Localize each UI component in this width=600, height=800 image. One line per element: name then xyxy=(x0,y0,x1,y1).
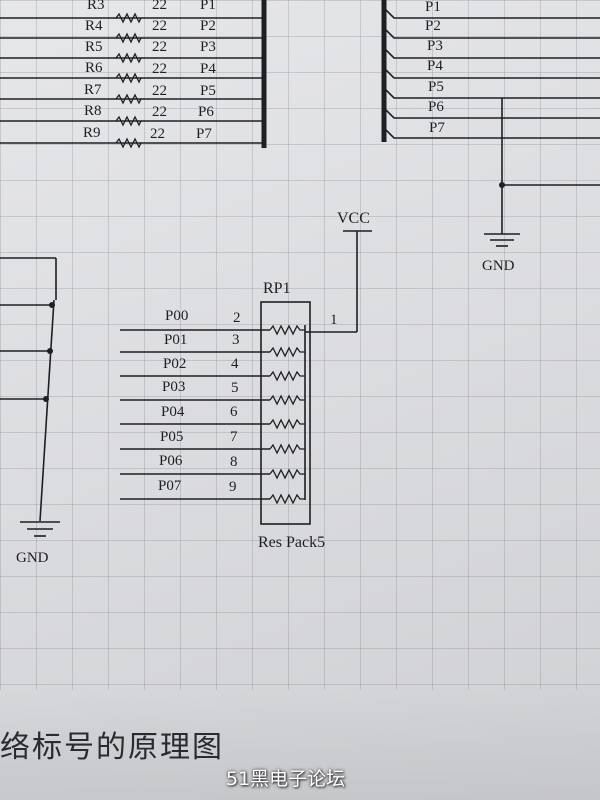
resistor-value-r7: 22 xyxy=(152,83,167,99)
net-pin-p4-left: P4 xyxy=(200,61,216,77)
left-wires xyxy=(0,257,57,522)
pin-number-2: 2 xyxy=(233,310,241,326)
resistor-ref-r3: R3 xyxy=(87,0,105,13)
resistor-ref-r8: R8 xyxy=(84,103,102,119)
vcc-symbol xyxy=(310,230,372,333)
rp1-input-wires xyxy=(120,329,270,500)
net-label-p00: P00 xyxy=(165,308,189,324)
left-junction-2 xyxy=(47,348,53,354)
resistor-value-r3: 22 xyxy=(152,0,167,13)
rp1-part-label: Res Pack5 xyxy=(258,534,326,551)
net-label-p03: P03 xyxy=(162,379,186,395)
grid-background xyxy=(0,0,600,690)
left-junction-3 xyxy=(43,396,49,402)
resistor-ref-r9: R9 xyxy=(83,125,101,141)
gnd-label-left: GND xyxy=(16,550,49,566)
gnd-label-right: GND xyxy=(482,258,515,274)
resistor-value-r8: 22 xyxy=(152,104,167,120)
top-right-gnd-symbol xyxy=(484,233,520,247)
pin-number-4: 4 xyxy=(231,356,239,372)
net-pin-p6-right: P6 xyxy=(428,99,444,115)
net-pin-p4-right: P4 xyxy=(427,58,443,74)
net-label-p01: P01 xyxy=(164,332,188,348)
vcc-label: VCC xyxy=(337,210,370,227)
net-label-p05: P05 xyxy=(160,429,184,445)
rp1-ref-label: RP1 xyxy=(263,280,291,297)
net-pin-p6-left: P6 xyxy=(198,104,214,120)
net-pin-p1-right: P1 xyxy=(425,0,441,15)
resistor-value-r6: 22 xyxy=(152,61,167,77)
resistor-value-r4: 22 xyxy=(152,18,167,34)
pin-number-8: 8 xyxy=(230,454,238,470)
top-right-junction xyxy=(499,182,505,188)
rp1-resistor-zigzags xyxy=(269,324,305,505)
pin-number-7: 7 xyxy=(230,429,238,445)
net-pin-p3-right: P3 xyxy=(427,38,443,54)
net-pin-p7-left: P7 xyxy=(196,126,212,142)
pin-number-6: 6 xyxy=(230,404,238,420)
net-label-p04: P04 xyxy=(161,404,185,420)
net-label-p07: P07 xyxy=(158,478,182,494)
rp1-package-outline xyxy=(260,301,311,525)
net-label-p02: P02 xyxy=(163,356,187,372)
top-left-wires xyxy=(0,17,262,144)
figure-caption: 络标号的原理图 xyxy=(0,730,224,765)
resistor-ref-r6: R6 xyxy=(85,60,103,76)
resistor-value-r5: 22 xyxy=(152,39,167,55)
resistor-ref-r7: R7 xyxy=(84,82,102,98)
top-left-resistor-zigzags xyxy=(115,12,142,149)
pin-number-5: 5 xyxy=(231,380,239,396)
pin-number-3: 3 xyxy=(232,332,240,348)
resistor-ref-r4: R4 xyxy=(85,18,103,34)
net-pin-p5-right: P5 xyxy=(428,79,444,95)
net-pin-p3-left: P3 xyxy=(200,39,216,55)
net-pin-p1-left: P1 xyxy=(200,0,216,13)
top-right-wires xyxy=(383,7,600,234)
left-junction-1 xyxy=(49,302,55,308)
forum-watermark: 51黑电子论坛 xyxy=(226,768,346,790)
page-shadow xyxy=(0,690,600,800)
pin-number-9: 9 xyxy=(229,479,237,495)
rp1-internal-bus xyxy=(304,325,310,500)
net-label-p06: P06 xyxy=(159,453,183,469)
left-gnd-symbol xyxy=(20,521,60,537)
net-pin-p2-left: P2 xyxy=(200,18,216,34)
rp1-common-pin: 1 xyxy=(330,312,338,328)
net-pin-p2-right: P2 xyxy=(425,18,441,34)
resistor-value-r9: 22 xyxy=(150,126,165,142)
net-pin-p5-left: P5 xyxy=(200,83,216,99)
net-pin-p7-right: P7 xyxy=(429,120,445,136)
resistor-ref-r5: R5 xyxy=(85,39,103,55)
